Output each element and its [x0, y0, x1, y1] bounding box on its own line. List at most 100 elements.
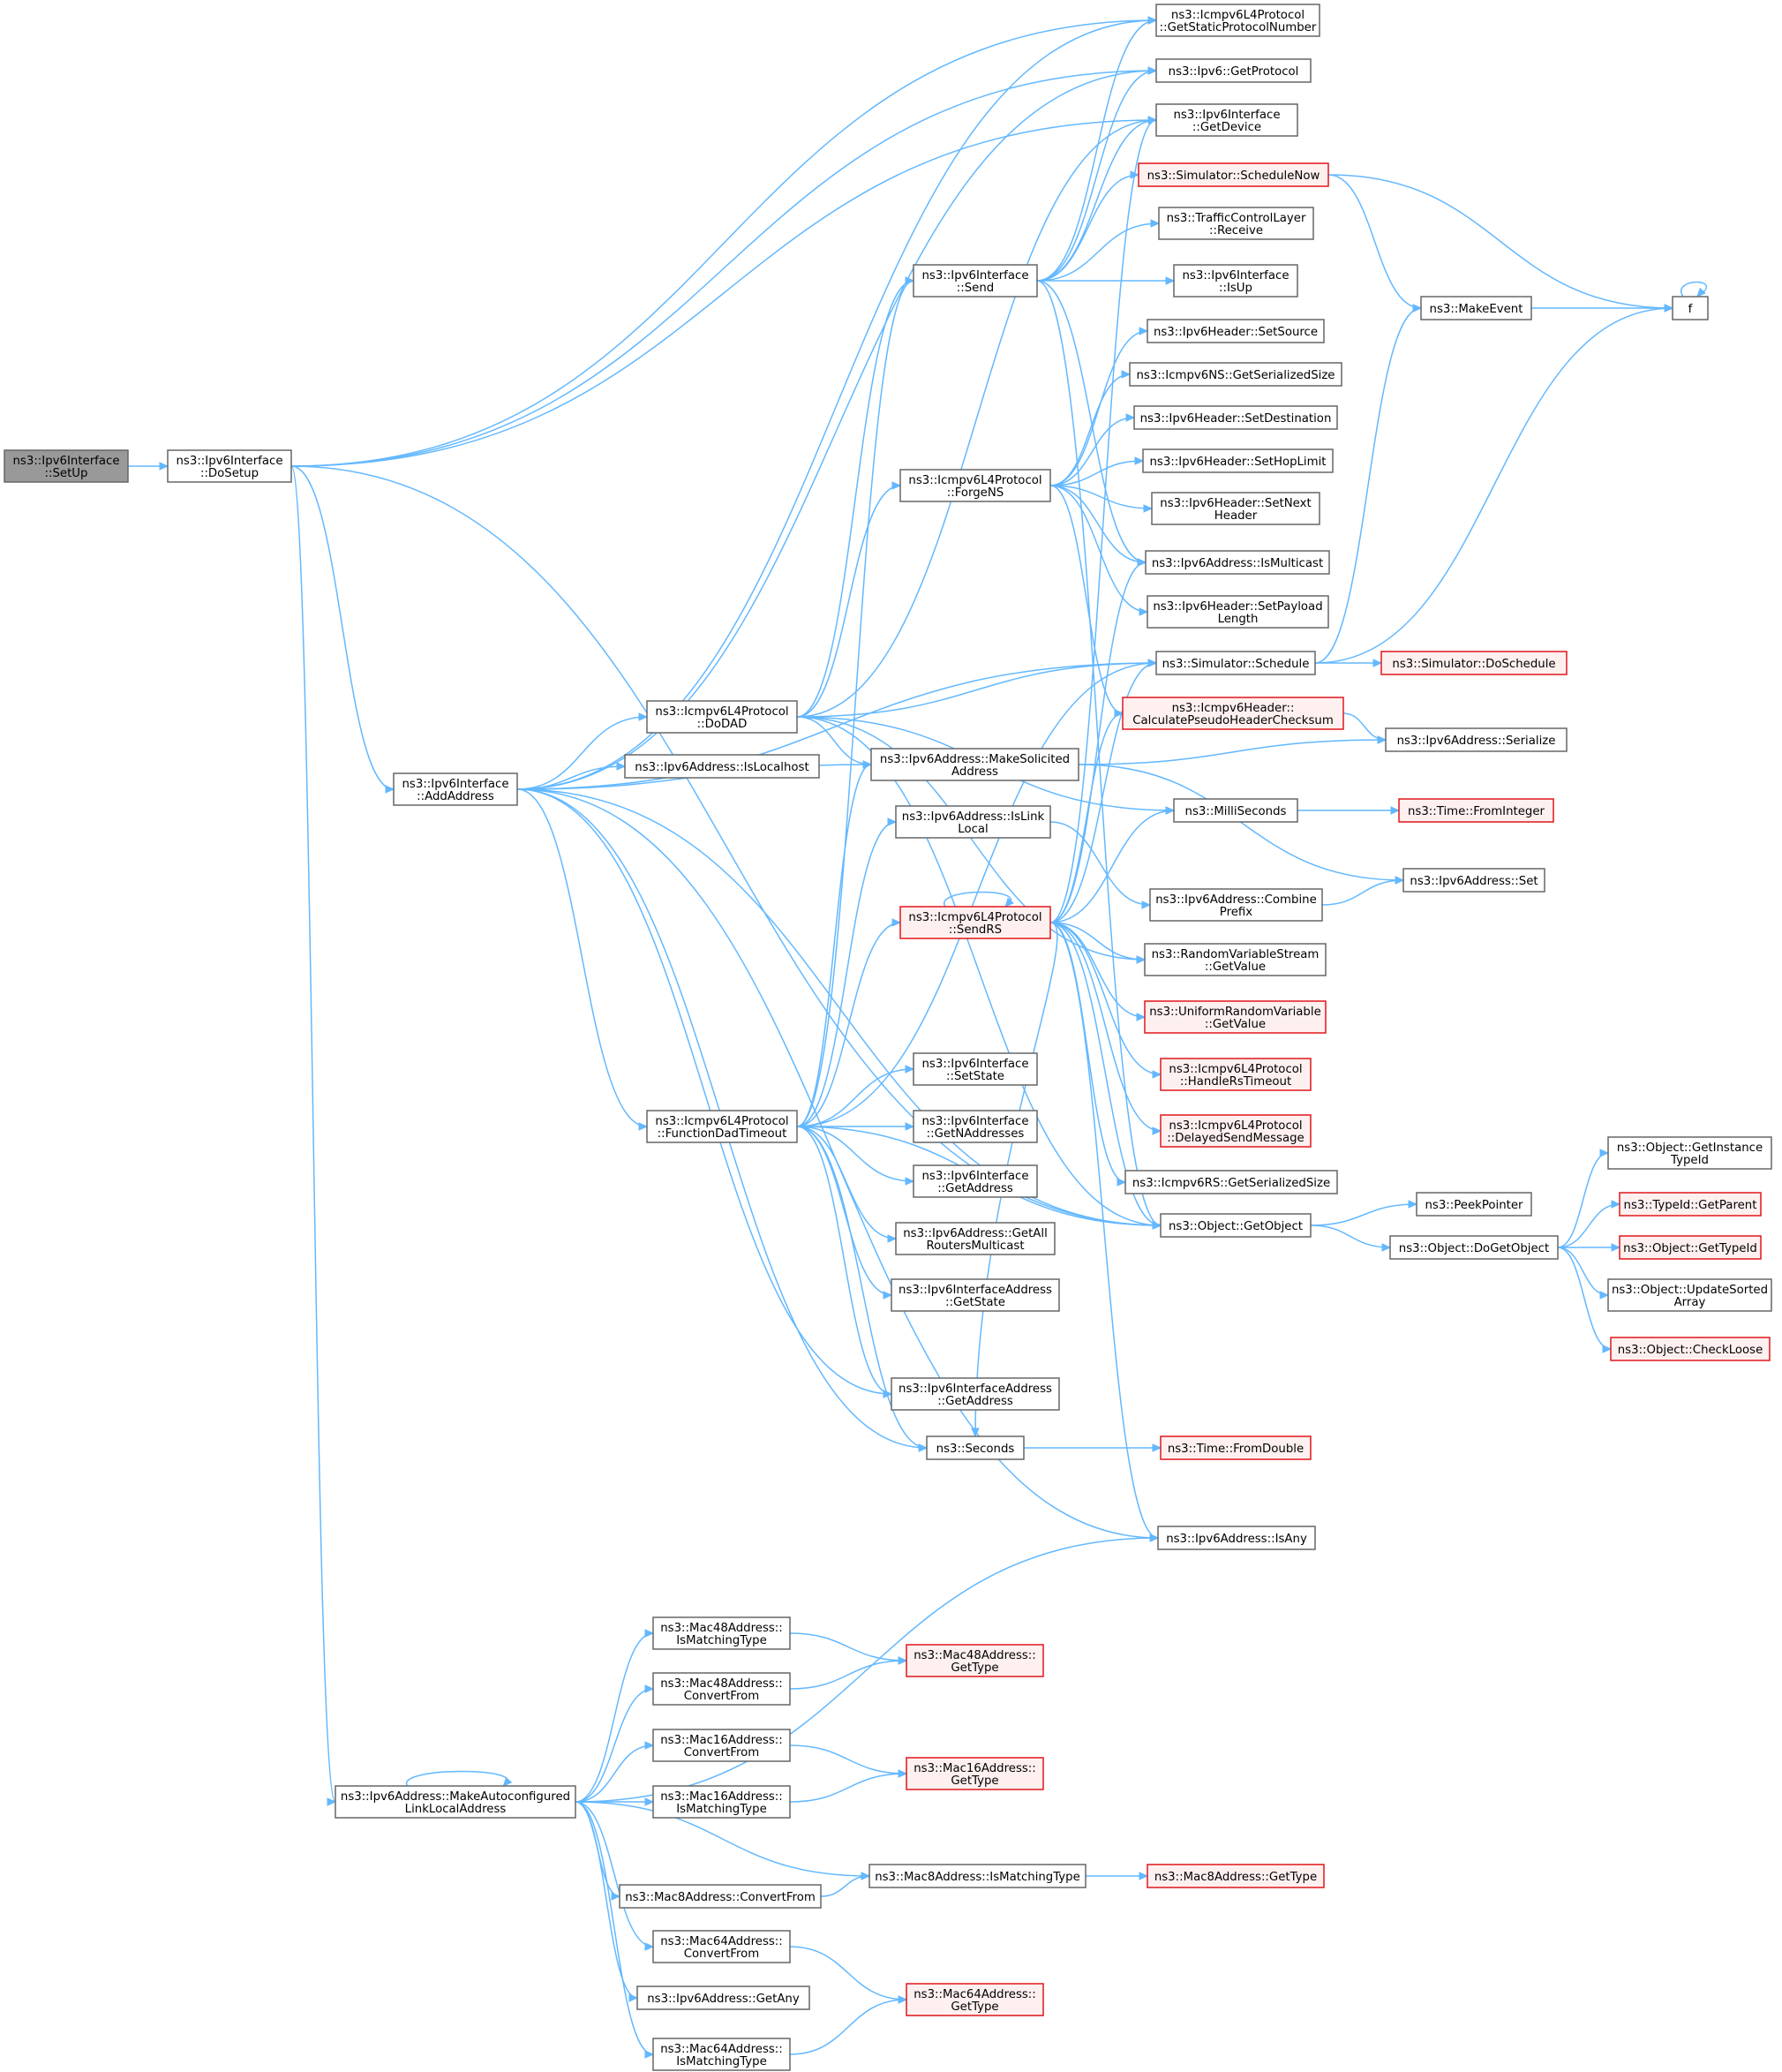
node-label: ns3::Ipv6Address::MakeAutoconfigured	[341, 1790, 570, 1804]
node-label: ns3::PeekPointer	[1425, 1199, 1523, 1212]
node-box	[1389, 1235, 1559, 1260]
node-dosetup[interactable]: ns3::Ipv6Interface::DoSetup	[167, 449, 292, 483]
node-send[interactable]: ns3::Ipv6Interface::Send	[913, 264, 1038, 298]
node-get-static-protocol-number[interactable]: ns3::Icmpv6L4Protocol::GetStaticProtocol…	[1155, 4, 1320, 37]
node-label: ConvertFrom	[684, 1690, 760, 1703]
node-get-naddresses[interactable]: ns3::Ipv6Interface::GetNAddresses	[913, 1110, 1038, 1143]
node-function-dad-timeout[interactable]: ns3::Icmpv6L4Protocol::FunctionDadTimeou…	[646, 1110, 798, 1143]
node-is-localhost[interactable]: ns3::Ipv6Address::IsLocalhost	[624, 754, 820, 779]
node-mac8-convert[interactable]: ns3::Mac8Address::ConvertFrom	[619, 1884, 822, 1909]
node-set-source[interactable]: ns3::Ipv6Header::SetSource	[1147, 319, 1325, 343]
node-mac64-convert[interactable]: ns3::Mac64Address::ConvertFrom	[652, 1930, 791, 1963]
node-is-up[interactable]: ns3::Ipv6Interface::IsUp	[1173, 264, 1298, 298]
node-mac64-is-matching[interactable]: ns3::Mac64Address::IsMatchingType	[652, 2038, 791, 2071]
node-calc-checksum[interactable]: ns3::Icmpv6Header::CalculatePseudoHeader…	[1122, 697, 1344, 730]
node-box	[335, 1785, 576, 1819]
edge-arrowhead	[1611, 1200, 1621, 1209]
node-box	[1144, 1000, 1327, 1034]
node-box	[652, 1930, 791, 1963]
node-ns-get-serialized-size[interactable]: ns3::Icmpv6NS::GetSerializedSize	[1129, 362, 1342, 387]
edge-send-rs-to-rvs-get-value	[1049, 922, 1146, 961]
node-addr-set[interactable]: ns3::Ipv6Address::Set	[1402, 868, 1545, 893]
node-if-get-address[interactable]: ns3::Ipv6Interface::GetAddress	[913, 1164, 1038, 1198]
edge-arrowhead	[1664, 304, 1674, 313]
node-do-schedule[interactable]: ns3::Simulator::DoSchedule	[1380, 651, 1568, 675]
node-box	[1607, 1278, 1772, 1312]
edge-function-dad-timeout-to-make-solicited	[796, 764, 872, 1127]
node-label: ns3::Ipv6Header::SetDestination	[1140, 412, 1332, 426]
node-mac8-is-matching[interactable]: ns3::Mac8Address::IsMatchingType	[868, 1864, 1086, 1888]
node-label: ns3::Mac16Address::	[660, 1790, 783, 1804]
node-mac16-convert[interactable]: ns3::Mac16Address::ConvertFrom	[652, 1729, 791, 1762]
edge-arrowhead	[638, 1122, 649, 1131]
edge-arrowhead	[1139, 1872, 1149, 1880]
node-make-event[interactable]: ns3::MakeEvent	[1420, 296, 1532, 320]
node-box	[868, 1864, 1086, 1888]
edge-arrowhead	[1114, 709, 1124, 718]
node-do-dad[interactable]: ns3::Icmpv6L4Protocol::DoDAD	[646, 700, 798, 734]
node-check-loose[interactable]: ns3::Object::CheckLoose	[1610, 1337, 1771, 1361]
node-set-state[interactable]: ns3::Ipv6Interface::SetState	[913, 1052, 1038, 1086]
node-peek-pointer[interactable]: ns3::PeekPointer	[1416, 1192, 1532, 1217]
edge-arrowhead	[1602, 1345, 1613, 1353]
node-box	[1619, 1192, 1762, 1217]
node-box	[1385, 727, 1568, 752]
node-get-object[interactable]: ns3::Object::GetObject	[1160, 1213, 1312, 1238]
node-milli-seconds[interactable]: ns3::MilliSeconds	[1173, 798, 1298, 823]
node-is-multicast[interactable]: ns3::Ipv6Address::IsMulticast	[1145, 550, 1330, 575]
node-rvs-get-value[interactable]: ns3::RandomVariableStream::GetValue	[1144, 943, 1327, 976]
edge-arrowhead	[616, 762, 627, 771]
node-from-double[interactable]: ns3::Time::FromDouble	[1160, 1435, 1312, 1460]
node-seconds[interactable]: ns3::Seconds	[926, 1435, 1025, 1460]
node-mac48-get-type[interactable]: ns3::Mac48Address::GetType	[906, 1644, 1044, 1677]
node-urv-get-value[interactable]: ns3::UniformRandomVariable::GetValue	[1144, 1000, 1327, 1034]
node-box	[899, 469, 1051, 502]
node-handle-rs-timeout[interactable]: ns3::Icmpv6L4Protocol::HandleRsTimeout	[1160, 1058, 1312, 1091]
node-send-rs[interactable]: ns3::Icmpv6L4Protocol::SendRS	[899, 906, 1051, 939]
node-schedule-now[interactable]: ns3::Simulator::ScheduleNow	[1138, 162, 1329, 187]
node-ipv6-get-protocol[interactable]: ns3::Ipv6::GetProtocol	[1155, 58, 1312, 83]
node-label: ns3::Object::UpdateSorted	[1612, 1284, 1768, 1297]
node-f[interactable]: f	[1672, 296, 1709, 320]
node-get-any[interactable]: ns3::Ipv6Address::GetAny	[636, 1985, 810, 2010]
node-delayed-send[interactable]: ns3::Icmpv6L4Protocol::DelayedSendMessag…	[1160, 1114, 1312, 1148]
node-make-autoconf[interactable]: ns3::Ipv6Address::MakeAutoconfiguredLink…	[335, 1785, 576, 1819]
node-do-get-object[interactable]: ns3::Object::DoGetObject	[1389, 1235, 1559, 1260]
node-mac8-get-type[interactable]: ns3::Mac8Address::GetType	[1147, 1864, 1325, 1888]
node-get-parent[interactable]: ns3::TypeId::GetParent	[1619, 1192, 1762, 1217]
node-is-any[interactable]: ns3::Ipv6Address::IsAny	[1157, 1526, 1316, 1550]
node-box	[913, 1052, 1038, 1086]
node-from-integer[interactable]: ns3::Time::FromInteger	[1398, 798, 1554, 823]
node-get-type-id[interactable]: ns3::Object::GetTypeId	[1619, 1235, 1762, 1260]
node-ia-get-state[interactable]: ns3::Ipv6InterfaceAddress::GetState	[891, 1278, 1060, 1312]
node-mac16-get-type[interactable]: ns3::Mac16Address::GetType	[906, 1757, 1044, 1790]
node-add-address[interactable]: ns3::Ipv6Interface::AddAddress	[393, 772, 518, 806]
node-serialize[interactable]: ns3::Ipv6Address::Serialize	[1385, 727, 1568, 752]
node-get-device[interactable]: ns3::Ipv6Interface::GetDevice	[1155, 103, 1298, 137]
node-ia-get-address[interactable]: ns3::Ipv6InterfaceAddress::GetAddress	[891, 1377, 1060, 1411]
node-set-destination[interactable]: ns3::Ipv6Header::SetDestination	[1133, 405, 1338, 430]
node-tcl-receive[interactable]: ns3::TrafficControlLayer::Receive	[1158, 207, 1314, 240]
edge-arrowhead	[971, 1428, 980, 1438]
node-label: Address	[951, 765, 998, 779]
node-mac48-is-matching[interactable]: ns3::Mac48Address::IsMatchingType	[652, 1616, 791, 1650]
node-mac16-is-matching[interactable]: ns3::Mac16Address::IsMatchingType	[652, 1785, 791, 1819]
node-label: ns3::Ipv6Address::IsLocalhost	[635, 761, 808, 774]
edge-arrowhead	[159, 462, 169, 471]
node-forge-ns[interactable]: ns3::Icmpv6L4Protocol::ForgeNS	[899, 469, 1051, 502]
edge-make-solicited-to-serialize	[1078, 739, 1387, 765]
node-schedule[interactable]: ns3::Simulator::Schedule	[1155, 651, 1316, 675]
node-mac48-convert[interactable]: ns3::Mac48Address::ConvertFrom	[652, 1672, 791, 1706]
node-set-hop-limit[interactable]: ns3::Ipv6Header::SetHopLimit	[1142, 448, 1334, 473]
edge-send-rs-to-delayed-send	[1049, 922, 1162, 1132]
node-rs-get-serialized-size[interactable]: ns3::Icmpv6RS::GetSerializedSize	[1124, 1170, 1338, 1194]
node-mac64-get-type[interactable]: ns3::Mac64Address::GetType	[906, 1983, 1044, 2016]
